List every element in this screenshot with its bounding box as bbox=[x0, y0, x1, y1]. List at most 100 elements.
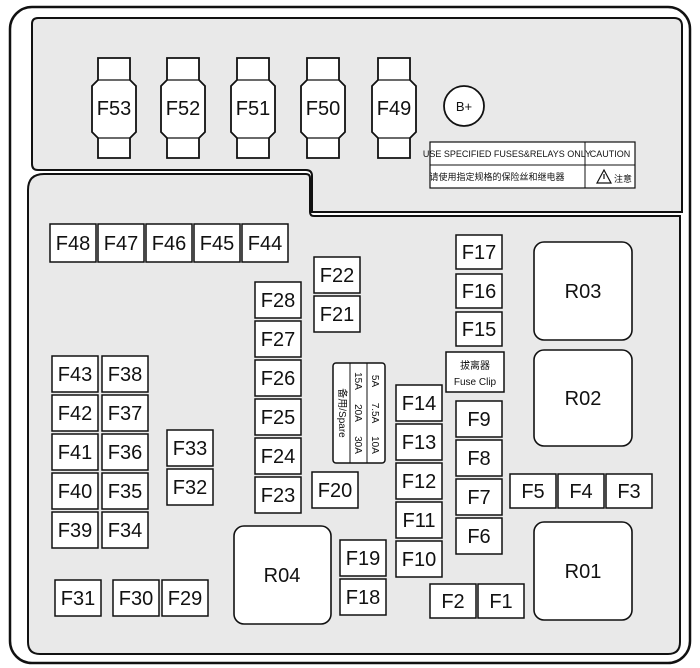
svg-text:F4: F4 bbox=[569, 481, 592, 503]
fuse-f29: F29 bbox=[161, 579, 209, 617]
fuse-f28: F28 bbox=[254, 281, 302, 319]
fuse-f23: F23 bbox=[254, 476, 302, 514]
notice-cn: 请使用指定规格的保险丝和继电器 bbox=[429, 171, 564, 183]
fuse-f46: F46 bbox=[145, 223, 193, 263]
fuse-f12: F12 bbox=[395, 462, 443, 500]
fuse-f24: F24 bbox=[254, 437, 302, 475]
fuse-f10: F10 bbox=[395, 540, 443, 578]
fuse-f42: F42 bbox=[51, 394, 99, 432]
fuse-f1: F1 bbox=[477, 583, 525, 619]
fuse-f5: F5 bbox=[509, 473, 557, 509]
top-fuse-f53: F53 bbox=[91, 57, 137, 159]
svg-text:F31: F31 bbox=[61, 588, 95, 610]
svg-text:F45: F45 bbox=[200, 233, 234, 255]
svg-text:20A: 20A bbox=[352, 404, 363, 422]
fuse-f7: F7 bbox=[455, 478, 503, 516]
fuse-f8: F8 bbox=[455, 439, 503, 477]
svg-text:F34: F34 bbox=[108, 520, 142, 542]
terminal-label: B+ bbox=[456, 99, 472, 114]
svg-text:F40: F40 bbox=[58, 481, 92, 503]
fuse-f15: F15 bbox=[455, 311, 503, 347]
fuse-f43: F43 bbox=[51, 355, 99, 393]
fuse-f13: F13 bbox=[395, 423, 443, 461]
svg-text:F24: F24 bbox=[261, 446, 295, 468]
svg-text:F20: F20 bbox=[318, 480, 352, 502]
svg-text:F37: F37 bbox=[108, 403, 142, 425]
relay-r03: R03 bbox=[533, 241, 633, 341]
svg-text:F28: F28 bbox=[261, 290, 295, 312]
relay-r02: R02 bbox=[533, 349, 633, 447]
fuse-f2: F2 bbox=[429, 583, 477, 619]
svg-text:F2: F2 bbox=[441, 591, 464, 613]
fuse-f32: F32 bbox=[166, 468, 214, 506]
svg-text:F22: F22 bbox=[320, 265, 354, 287]
svg-text:F30: F30 bbox=[119, 588, 153, 610]
svg-text:F38: F38 bbox=[108, 364, 142, 386]
svg-text:F36: F36 bbox=[108, 442, 142, 464]
caution-cn: 注意 bbox=[614, 173, 632, 185]
battery-terminal: B+ bbox=[443, 85, 485, 127]
fuse-label: F50 bbox=[306, 98, 340, 120]
svg-text:F23: F23 bbox=[261, 485, 295, 507]
fuse-f26: F26 bbox=[254, 359, 302, 397]
svg-text:F42: F42 bbox=[58, 403, 92, 425]
spare-title: 备用/Spare bbox=[336, 388, 349, 438]
svg-text:F11: F11 bbox=[403, 510, 436, 532]
fuse-f19: F19 bbox=[339, 539, 387, 577]
fuse-f47: F47 bbox=[97, 223, 145, 263]
fuse-f41: F41 bbox=[51, 433, 99, 471]
fuse-f21: F21 bbox=[313, 295, 361, 333]
svg-text:F6: F6 bbox=[467, 526, 490, 548]
svg-text:F15: F15 bbox=[462, 319, 496, 341]
fuse-f16: F16 bbox=[455, 273, 503, 309]
svg-text:R03: R03 bbox=[565, 281, 602, 303]
svg-text:R02: R02 bbox=[565, 388, 602, 410]
fuse-f35: F35 bbox=[101, 472, 149, 510]
fuse-f34: F34 bbox=[101, 511, 149, 549]
fuse-f27: F27 bbox=[254, 320, 302, 358]
svg-text:F13: F13 bbox=[402, 432, 436, 454]
svg-text:F46: F46 bbox=[152, 233, 186, 255]
fuse-f44: F44 bbox=[241, 223, 289, 263]
fuse-f14: F14 bbox=[395, 384, 443, 422]
fuse-label: F53 bbox=[97, 98, 131, 120]
svg-text:F17: F17 bbox=[462, 242, 496, 264]
fuse-f9: F9 bbox=[455, 400, 503, 438]
fuse-f6: F6 bbox=[455, 517, 503, 555]
caution-label: CAUTION bbox=[590, 149, 631, 159]
svg-text:F21: F21 bbox=[320, 304, 354, 326]
fuse-f11: F11 bbox=[395, 501, 443, 539]
fuse-f25: F25 bbox=[254, 398, 302, 436]
svg-text:5A: 5A bbox=[369, 375, 380, 388]
top-fuse-f51: F51 bbox=[230, 57, 276, 159]
fuse-f38: F38 bbox=[101, 355, 149, 393]
fuse-f4: F4 bbox=[557, 473, 605, 509]
fuse-label: F49 bbox=[377, 98, 411, 120]
svg-text:F1: F1 bbox=[489, 591, 512, 613]
svg-text:F14: F14 bbox=[402, 393, 436, 415]
fuse-label: F52 bbox=[166, 98, 200, 120]
fuse-f33: F33 bbox=[166, 429, 214, 467]
svg-text:30A: 30A bbox=[352, 436, 363, 454]
svg-text:F39: F39 bbox=[58, 520, 92, 542]
spare-fuse-holder: 备用/Spare 15A 20A 30A 5A 7.5A 10A bbox=[332, 362, 386, 464]
fuse-f31: F31 bbox=[54, 579, 102, 617]
svg-text:F47: F47 bbox=[104, 233, 138, 255]
fuse-label: F51 bbox=[236, 98, 270, 120]
svg-text:F48: F48 bbox=[56, 233, 90, 255]
svg-text:15A: 15A bbox=[352, 372, 363, 390]
svg-text:F16: F16 bbox=[462, 281, 496, 303]
svg-text:F18: F18 bbox=[346, 587, 380, 609]
relay-r04: R04 bbox=[233, 525, 332, 625]
fuse-f48: F48 bbox=[49, 223, 97, 263]
relay-r01: R01 bbox=[533, 521, 633, 621]
fuse-f40: F40 bbox=[51, 472, 99, 510]
fuse-f30: F30 bbox=[112, 579, 160, 617]
svg-text:F33: F33 bbox=[173, 438, 207, 460]
svg-text:F35: F35 bbox=[108, 481, 142, 503]
svg-text:F26: F26 bbox=[261, 368, 295, 390]
svg-text:F5: F5 bbox=[521, 481, 544, 503]
warning-icon bbox=[595, 168, 613, 184]
fuse-clip: 拔离器 Fuse Clip bbox=[445, 351, 505, 393]
